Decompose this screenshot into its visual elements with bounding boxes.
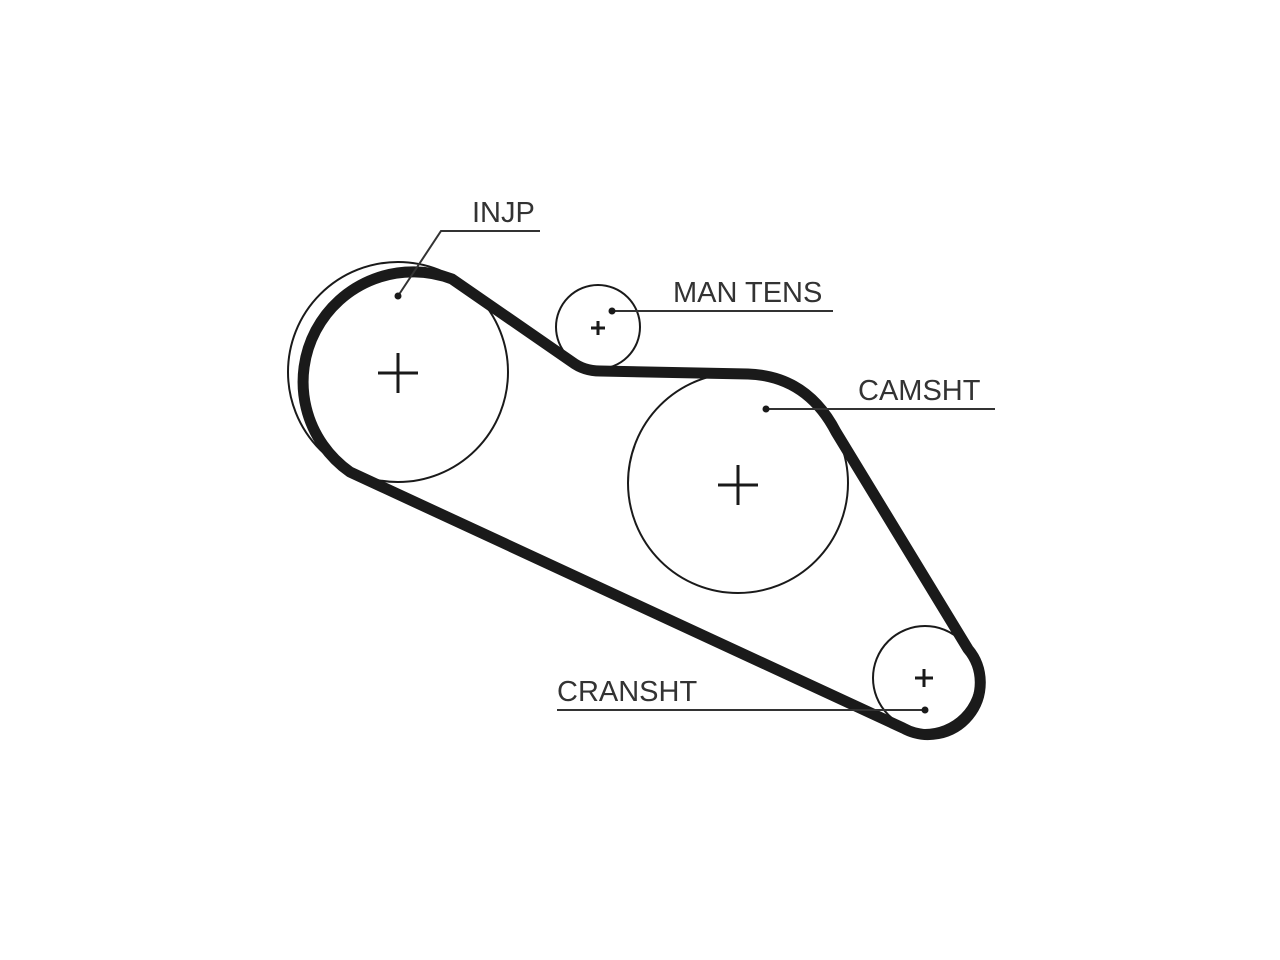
injection-pump-center-mark <box>378 353 418 393</box>
injection-pump-pulley <box>287 261 509 483</box>
cranshaft-label: CRANSHT <box>557 676 697 708</box>
camsht-leader <box>762 405 995 413</box>
injp-leader <box>394 230 540 300</box>
man-tens-leader <box>608 307 833 315</box>
crankshaft-center-mark <box>915 669 933 687</box>
manual-tensioner-center-mark <box>591 321 605 335</box>
timing-belt <box>297 266 986 740</box>
cranshaft-leader <box>557 706 929 714</box>
injp-label: INJP <box>472 197 535 229</box>
camsht-label: CAMSHT <box>858 375 981 407</box>
camshaft-center-mark <box>718 465 758 505</box>
man-tens-label: MAN TENS <box>673 277 822 309</box>
